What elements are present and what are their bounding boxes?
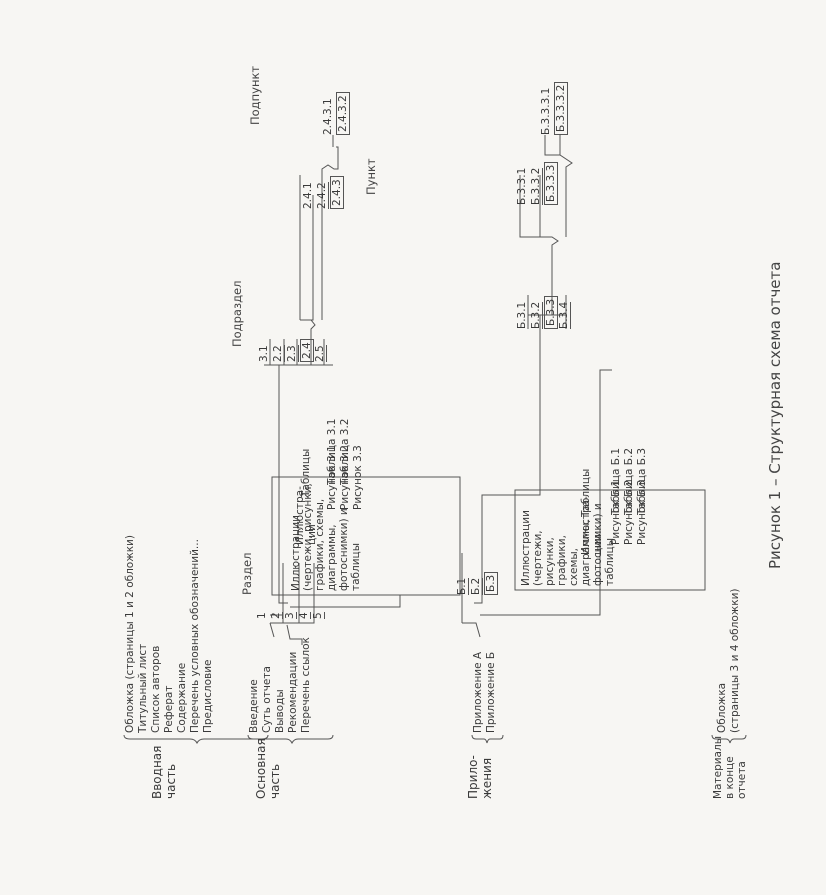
end-brace	[711, 734, 747, 744]
main-label: Основная часть	[254, 738, 282, 799]
appendix-subsection-number: Б.3.4	[558, 301, 571, 329]
end-materials-label: Материалы в конце отчета	[712, 736, 748, 799]
appendix-subpoint-number: Б.3.3.3.1	[540, 87, 552, 135]
main-item: Суть отчета	[261, 666, 273, 733]
end-materials-item: (страницы 3 и 4 обложки)	[729, 588, 741, 733]
header-razdel: Раздел	[240, 552, 254, 595]
intro-item: Перечень условных обозначений...	[189, 539, 201, 733]
point-number: 2.4.3	[330, 176, 344, 209]
main-table: Таблица 3.2	[339, 418, 351, 485]
main-to-sections-line	[269, 622, 275, 638]
appendix-brace	[471, 734, 504, 744]
section-to-illustrations-line	[290, 595, 401, 608]
intro-item: Титульный лист	[137, 643, 149, 733]
appendix-item: Приложение А	[472, 651, 484, 733]
main-item: Рекомендации	[287, 651, 299, 733]
appendix-table: Таблица Б.2	[623, 448, 635, 515]
point-number: 2.4.2	[316, 182, 329, 209]
intro-item: Реферат	[163, 685, 175, 733]
section-number: 1	[256, 612, 268, 619]
header-podpunkt: Подпункт	[248, 65, 262, 125]
main-brace	[247, 734, 334, 745]
appendix-label: Прило-жения	[466, 755, 494, 799]
appendix-section-number: Б.1	[456, 577, 469, 595]
section-number: 3	[284, 612, 297, 619]
section-number: 4	[298, 612, 311, 619]
appendix-subsection-number: Б.3.2	[530, 301, 543, 329]
intro-item: Обложка (страницы 1 и 2 обложки)	[124, 535, 136, 733]
header-punkt: Пункт	[364, 158, 378, 195]
appendix-illustrations-box	[514, 489, 706, 591]
section-to-subsections-line	[264, 364, 288, 604]
appendix-illustrations-label: Иллюстра-ции	[580, 496, 604, 555]
intro-item: Список авторов	[150, 645, 162, 733]
subpoint-number: 2.4.3.2	[336, 92, 350, 135]
appendix-section-number: Б.3	[484, 571, 498, 595]
intro-label: Вводная часть	[150, 745, 178, 799]
appendix-tables-label: Таблицы	[580, 468, 592, 517]
intro-item: Предисловие	[202, 659, 214, 734]
appendix-point-number: Б.3.3.3	[544, 161, 558, 205]
appendix-section-number: Б.2	[470, 577, 483, 595]
figure-caption: Рисунок 1 – Структурная схема отчета	[766, 261, 784, 569]
subsection-number: 2.4	[300, 339, 314, 362]
main-illustrations-label: Иллюстра-ции	[294, 486, 318, 545]
appendix-subpoint-number: Б.3.3.3.2	[554, 81, 568, 135]
subsection-number: 2.3	[286, 345, 299, 362]
end-materials-item: Обложка	[716, 682, 728, 733]
subsection-number: 2.2	[272, 345, 285, 362]
appendix-item: Приложение Б	[485, 651, 497, 733]
intro-brace	[123, 734, 269, 745]
section-number: 5	[312, 612, 325, 619]
subpoint-number: 2.4.3.1	[322, 98, 334, 135]
subsection-number: 2.5	[314, 345, 327, 362]
main-item: Выводы	[274, 689, 286, 733]
main-figure: Рисунок 3.3	[352, 445, 364, 510]
appendix-table: Таблица Б.3	[636, 448, 648, 515]
main-table: Таблица 3.1	[326, 418, 338, 485]
appendix-subsection-number: Б.3.1	[516, 301, 528, 329]
subsection-number: 3.1	[258, 345, 270, 362]
appendix-table: Таблица Б.1	[610, 448, 622, 515]
main-illustrations-box	[271, 476, 461, 596]
main-item: Введение	[248, 679, 260, 733]
intro-item: Содержание	[176, 662, 188, 733]
main-sections-tree	[270, 563, 315, 624]
main-tables-label: Таблицы	[300, 448, 312, 497]
section-number: 2	[270, 612, 283, 619]
main-item: Перечень ссылок	[300, 637, 312, 733]
appendix-point-number: Б.3.3.1	[516, 167, 528, 205]
appendix-point-number: Б.3.3.2	[530, 167, 543, 205]
point-number: 2.4.1	[302, 182, 314, 209]
header-podrazdel: Подраздел	[230, 280, 244, 347]
appendix-subsection-number: Б.3.3	[544, 295, 558, 329]
